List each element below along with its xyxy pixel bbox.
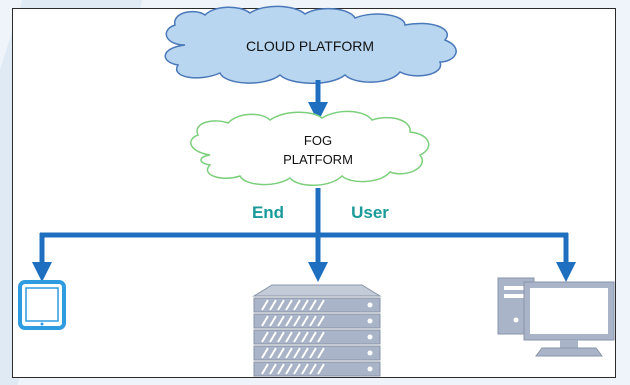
server-unit (253, 329, 381, 345)
cloud-platform-label: CLOUD PLATFORM (246, 38, 374, 54)
cloud-platform-node: CLOUD PLATFORM (164, 5, 457, 84)
server-unit (253, 361, 381, 377)
cloud-shape (164, 5, 457, 84)
end-label: End (252, 203, 284, 222)
fog-platform-node: FOG PLATFORM (190, 110, 430, 186)
server-rack-icon (252, 284, 382, 377)
desktop-computer-icon (497, 277, 615, 357)
fog-label-line2: PLATFORM (283, 152, 353, 167)
tablet-phone-icon (18, 280, 66, 330)
server-unit (253, 313, 381, 329)
server-unit (253, 345, 381, 361)
fog-label-line1: FOG (304, 133, 332, 148)
user-label: User (351, 203, 389, 222)
fog-cloud-shape (190, 110, 430, 186)
server-unit (253, 297, 381, 313)
